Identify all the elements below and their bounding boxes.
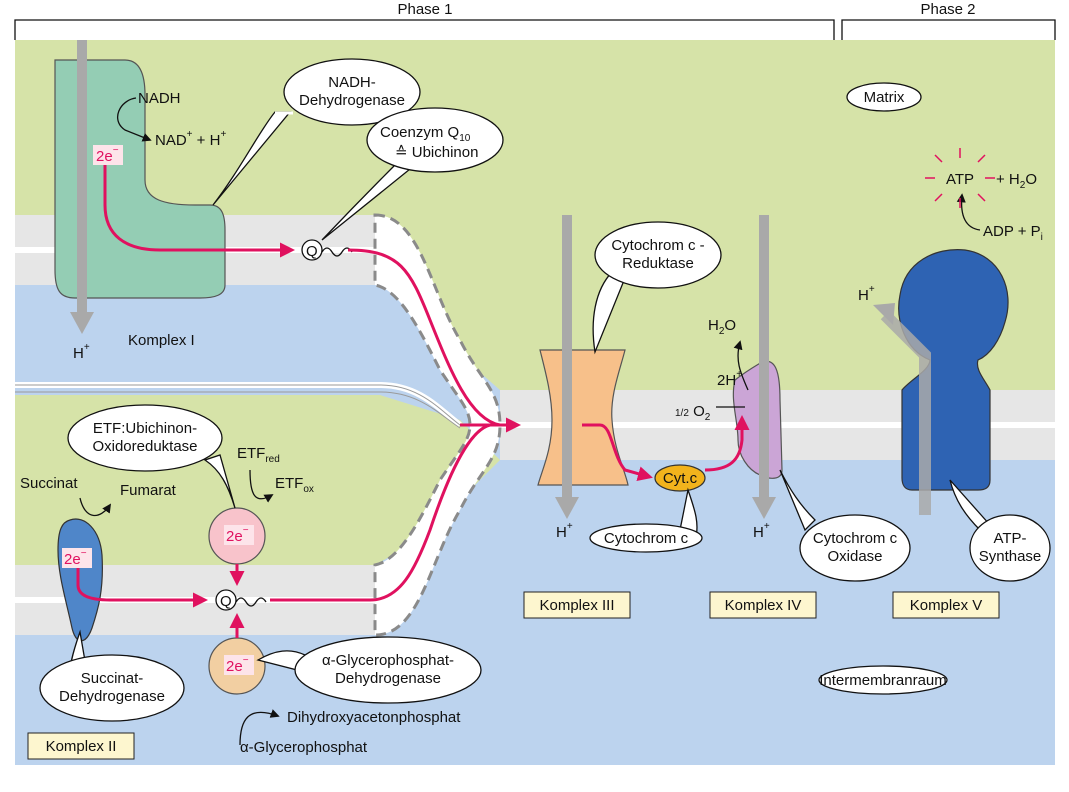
svg-text:Reduktase: Reduktase [622, 255, 694, 272]
complex1-group: H+ Komplex I NADH NAD+ + H+ 2e− NADH- De… [54, 40, 421, 362]
gp-label: α-Glycerophosphat [240, 739, 368, 756]
svg-text:H+: H+ [73, 342, 90, 362]
svg-text:Dehydrogenase: Dehydrogenase [59, 688, 165, 705]
svg-text:Coenzym Q10: Coenzym Q10 [380, 124, 471, 144]
svg-text:Oxidase: Oxidase [827, 548, 882, 565]
cytc-disc [654, 464, 706, 492]
intermembrane-callout: Intermembranraum [818, 665, 948, 695]
two-h-label: 2H+ [717, 369, 742, 389]
svg-text:Cytochrom c: Cytochrom c [813, 530, 898, 547]
svg-text:Succinat-: Succinat- [81, 670, 144, 687]
matrix-label: Matrix [864, 89, 905, 106]
nad-plus-label: NAD+ + H+ [155, 129, 226, 149]
svg-text:NADH-: NADH- [328, 74, 376, 91]
svg-text:≙ Ubichinon: ≙ Ubichinon [395, 144, 478, 161]
etf-red-label: ETFred [237, 445, 280, 465]
complex1-label: Komplex I [128, 332, 195, 349]
svg-text:Oxidoreduktase: Oxidoreduktase [92, 438, 197, 455]
atp-label: ATP [946, 171, 974, 188]
complex1-shape [54, 59, 226, 299]
complex5-group: H+ ADP + Pi ATP + H2O ATP- Synthase [858, 148, 1051, 582]
complex4-box: Komplex IV [709, 591, 817, 619]
h-plus-k4: H [753, 524, 764, 541]
cytochrom-oxidase-callout: Cytochrom c Oxidase [779, 469, 911, 582]
coenzyme-q-lower: Q [215, 589, 267, 611]
complex5-box: Komplex V [892, 591, 1000, 619]
svg-text:Cyt.c: Cyt.c [663, 470, 698, 487]
nadh-label: NADH [138, 90, 181, 107]
phase2-label: Phase 2 [920, 1, 975, 18]
gp-dehydrogenase-callout: α-Glycerophosphat- Dehydrogenase [256, 636, 482, 704]
nadh-dehydrogenase-callout: NADH- Dehydrogenase [212, 58, 421, 206]
coenzyme-q-callout: Coenzym Q10 ≙ Ubichinon [321, 107, 504, 241]
complex3-shape [537, 349, 629, 486]
coenzyme-q-upper: Q Coenzym Q10 ≙ Ubichinon [301, 107, 504, 261]
h-plus-k1: H [73, 345, 84, 362]
etf-callout: ETF:Ubichinon- Oxidoreduktase [67, 404, 236, 509]
svg-text:Q: Q [306, 243, 318, 260]
etf-group: 2e− ETF:Ubichinon- Oxidoreduktase ETFred… [67, 404, 314, 565]
fumarat-label: Fumarat [120, 482, 177, 499]
complex2-group: 2e− Succinat Fumarat Succinat- Dehydroge… [20, 475, 185, 722]
svg-text:α-Glycerophosphat-: α-Glycerophosphat- [322, 652, 454, 669]
electron-paths [76, 165, 750, 638]
svg-text:H+: H+ [556, 521, 573, 541]
h2o-label-k4: H2O [708, 317, 736, 337]
cytochrom-reduktase-callout: Cytochrom c - Reduktase [592, 221, 722, 355]
atp-burst [925, 148, 995, 208]
svg-text:Q: Q [220, 593, 232, 610]
svg-text:Cytochrom c: Cytochrom c [604, 530, 689, 547]
svg-text:ATP-: ATP- [993, 530, 1026, 547]
cytochrome-c-group: Cyt.c Cytochrom c [589, 464, 706, 553]
h-plus-k5: H [858, 287, 869, 304]
electron-pair-k1 [93, 145, 123, 165]
complex2-box: Komplex II [27, 732, 135, 760]
svg-text:Komplex IV: Komplex IV [725, 597, 802, 614]
matrix-callout: Matrix [846, 82, 922, 112]
svg-text:Komplex V: Komplex V [910, 597, 983, 614]
phase1-label: Phase 1 [397, 1, 452, 18]
half-o2-label: 1/2 O2 [675, 403, 711, 423]
svg-text:2e−: 2e− [64, 548, 87, 568]
h-plus-k3: H [556, 524, 567, 541]
svg-text:Cytochrom c -: Cytochrom c - [611, 237, 704, 254]
succinat-label: Succinat [20, 475, 78, 492]
svg-text:2e−: 2e− [226, 655, 249, 675]
svg-text:Synthase: Synthase [979, 548, 1042, 565]
cytochrom-c-callout: Cytochrom c [589, 487, 703, 553]
h2o-label-k5: + H2O [996, 171, 1037, 191]
complex4-group: H+ H2O 2H+ 1/2 O2 Cytochrom c Oxidase [675, 215, 911, 582]
svg-text:Dehydrogenase: Dehydrogenase [299, 92, 405, 109]
complex3-box: Komplex III [523, 591, 631, 619]
svg-text:Komplex II: Komplex II [46, 738, 117, 755]
etf-ox-label: ETFox [275, 475, 314, 495]
atp-synthase-callout: ATP- Synthase [949, 479, 1051, 582]
adp-label: ADP + Pi [983, 223, 1043, 243]
svg-text:2e−: 2e− [226, 525, 249, 545]
svg-text:Komplex III: Komplex III [539, 597, 614, 614]
svg-text:H+: H+ [858, 284, 875, 304]
intermembrane-label: Intermembranraum [819, 672, 947, 689]
gp-dehydrogenase-group: 2e− α-Glycerophosphat- Dehydrogenase Dih… [208, 636, 482, 756]
complex3-group: H+ Cytochrom c - Reduktase [537, 215, 722, 541]
succinat-dehydrogenase-callout: Succinat- Dehydrogenase [39, 629, 185, 722]
svg-text:ETF:Ubichinon-: ETF:Ubichinon- [93, 420, 197, 437]
svg-text:Dehydrogenase: Dehydrogenase [335, 670, 441, 687]
svg-text:2e−: 2e− [96, 145, 119, 165]
electron-pair-k2 [62, 548, 92, 568]
dhap-label: Dihydroxyacetonphosphat [287, 709, 461, 726]
svg-text:H+: H+ [753, 521, 770, 541]
phase-headers: Phase 1 Phase 2 [14, 1, 1056, 40]
